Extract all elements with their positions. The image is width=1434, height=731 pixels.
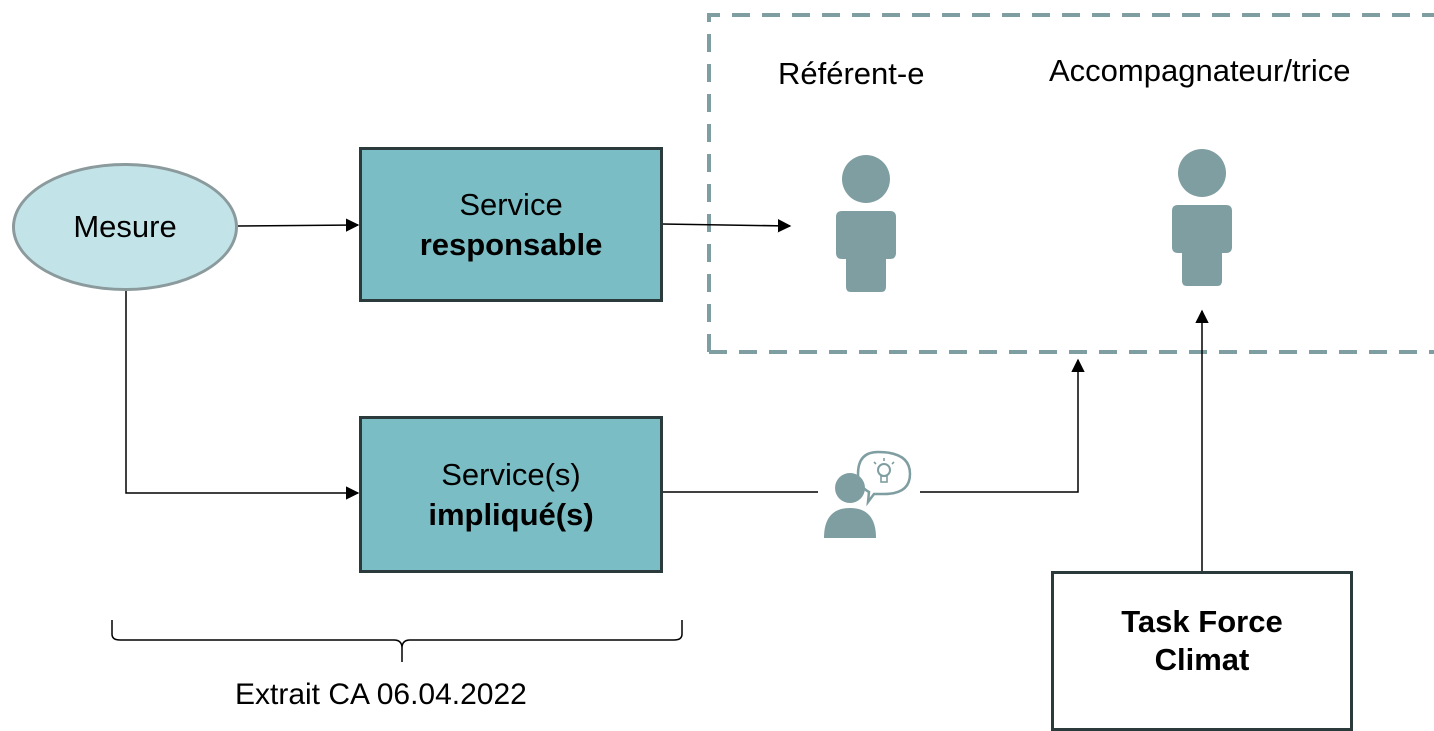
- consultation-idea-icon: [824, 450, 912, 538]
- arrow-responsable-to-referent: [661, 219, 792, 233]
- task-force-line2: Climat: [1154, 642, 1250, 677]
- referent-person-icon: [836, 155, 896, 292]
- mesure-label: Mesure: [73, 209, 177, 244]
- accompagnateur-person-icon: [1172, 149, 1232, 286]
- accompagnateur-label: Accompagnateur/trice: [1049, 53, 1351, 88]
- arrow-consult-to-group: [920, 358, 1085, 493]
- service-responsable-line2: responsable: [419, 226, 603, 262]
- service-implique-line1: Service(s): [441, 456, 581, 492]
- brace-caption: Extrait CA 06.04.2022: [235, 678, 527, 711]
- dashed-group-border: [707, 13, 1434, 354]
- service-implique-box: Service(s) impliqué(s): [359, 416, 663, 573]
- brace: [111, 620, 683, 662]
- task-force-line1: Task Force: [1121, 604, 1283, 639]
- service-implique-line2: impliqué(s): [428, 496, 594, 532]
- referent-label: Référent-e: [778, 56, 925, 91]
- service-responsable-box: Service responsable: [359, 147, 663, 302]
- service-responsable-line1: Service: [459, 186, 563, 222]
- arrow-mesure-to-responsable: [237, 218, 360, 232]
- task-force-climat-box: Task Force Climat: [1051, 571, 1353, 731]
- mesure-node: Mesure: [12, 163, 238, 291]
- arrow-mesure-to-implique: [125, 288, 360, 500]
